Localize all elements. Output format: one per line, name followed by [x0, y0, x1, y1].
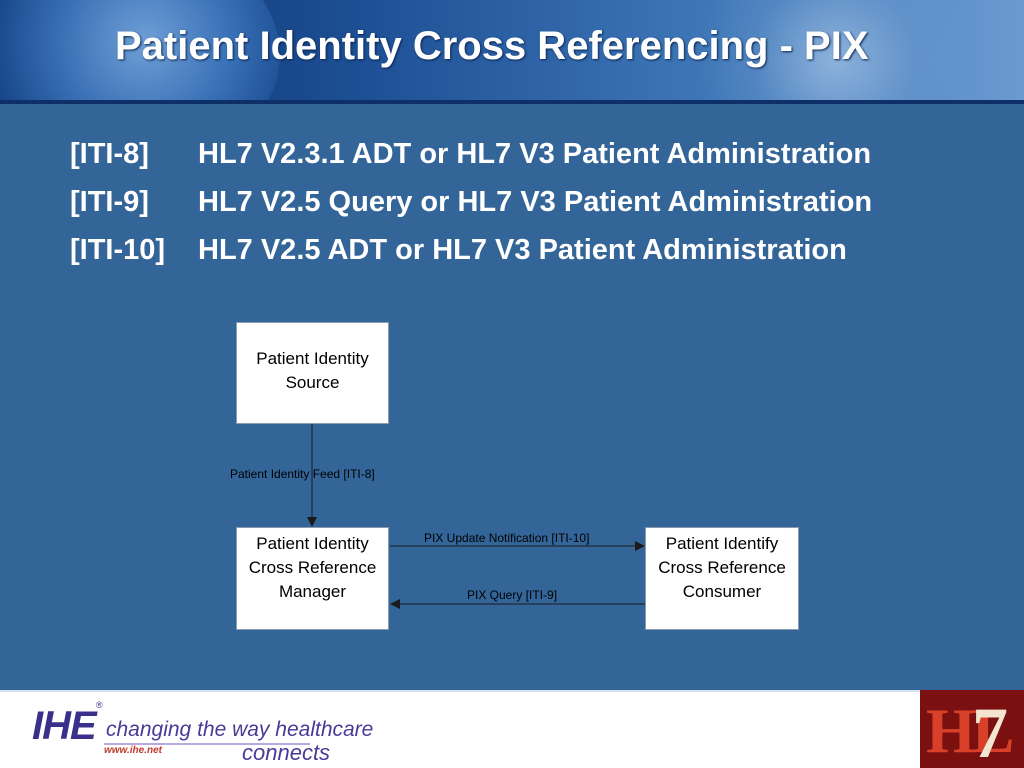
transaction-description: HL7 V2.3.1 ADT or HL7 V3 Patient Adminis… — [198, 138, 872, 170]
actor-cross-reference-consumer: Patient Identify Cross Reference Consume… — [645, 527, 799, 630]
hl7-logo-letters: HL — [926, 695, 1014, 766]
edge-label-update: PIX Update Notification [ITI-10] — [424, 531, 590, 545]
edge-label-feed: Patient Identity Feed [ITI-8] — [230, 467, 375, 481]
transaction-row: [ITI-9] HL7 V2.5 Query or HL7 V3 Patient … — [70, 186, 872, 234]
globe-graphic — [0, 0, 280, 100]
transaction-description: HL7 V2.5 Query or HL7 V3 Patient Adminis… — [198, 186, 873, 218]
transaction-row: [ITI-8] HL7 V2.3.1 ADT or HL7 V3 Patient … — [70, 138, 872, 186]
feed-arrowhead — [307, 517, 317, 527]
transaction-id: [ITI-10] — [70, 234, 166, 266]
slide-title: Patient Identity Cross Referencing - PIX — [115, 24, 869, 68]
update-arrowhead — [635, 541, 645, 551]
transaction-id: [ITI-8] — [70, 138, 149, 170]
transaction-list: [ITI-8] HL7 V2.3.1 ADT or HL7 V3 Patient … — [70, 138, 872, 282]
footer-tagline-end: connects — [242, 740, 331, 765]
tagline-swoosh — [104, 743, 310, 745]
registered-mark: ® — [96, 700, 103, 710]
edge-label-query: PIX Query [ITI-9] — [467, 588, 558, 602]
header-divider — [0, 100, 1024, 104]
header-glow — [684, 0, 984, 100]
actor-label: Patient Identity Cross Reference Manager — [248, 534, 377, 601]
actor-patient-identity-source: Patient Identity Source — [236, 322, 389, 424]
actor-label: Patient Identity Source — [256, 349, 369, 392]
ihe-logo: IHE — [32, 704, 97, 748]
footer-url: www.ihe.net — [104, 745, 162, 756]
transaction-row: [ITI-10] HL7 V2.5 ADT or HL7 V3 Patient A… — [70, 234, 872, 282]
slide-header — [0, 0, 1024, 100]
actor-label: Patient Identify Cross Reference Consume… — [658, 534, 786, 601]
footer-tagline: changing the way healthcare — [106, 718, 374, 741]
transaction-description: HL7 V2.5 ADT or HL7 V3 Patient Administr… — [198, 234, 847, 266]
transaction-id: [ITI-9] — [70, 186, 149, 218]
slide-footer — [0, 690, 1024, 768]
hl7-logo: HL 7 — [920, 690, 1024, 768]
footer-divider — [0, 690, 1024, 692]
hl7-logo-seven: 7 — [972, 693, 1008, 768]
actor-cross-reference-manager: Patient Identity Cross Reference Manager — [236, 527, 389, 630]
query-arrowhead — [390, 599, 400, 609]
